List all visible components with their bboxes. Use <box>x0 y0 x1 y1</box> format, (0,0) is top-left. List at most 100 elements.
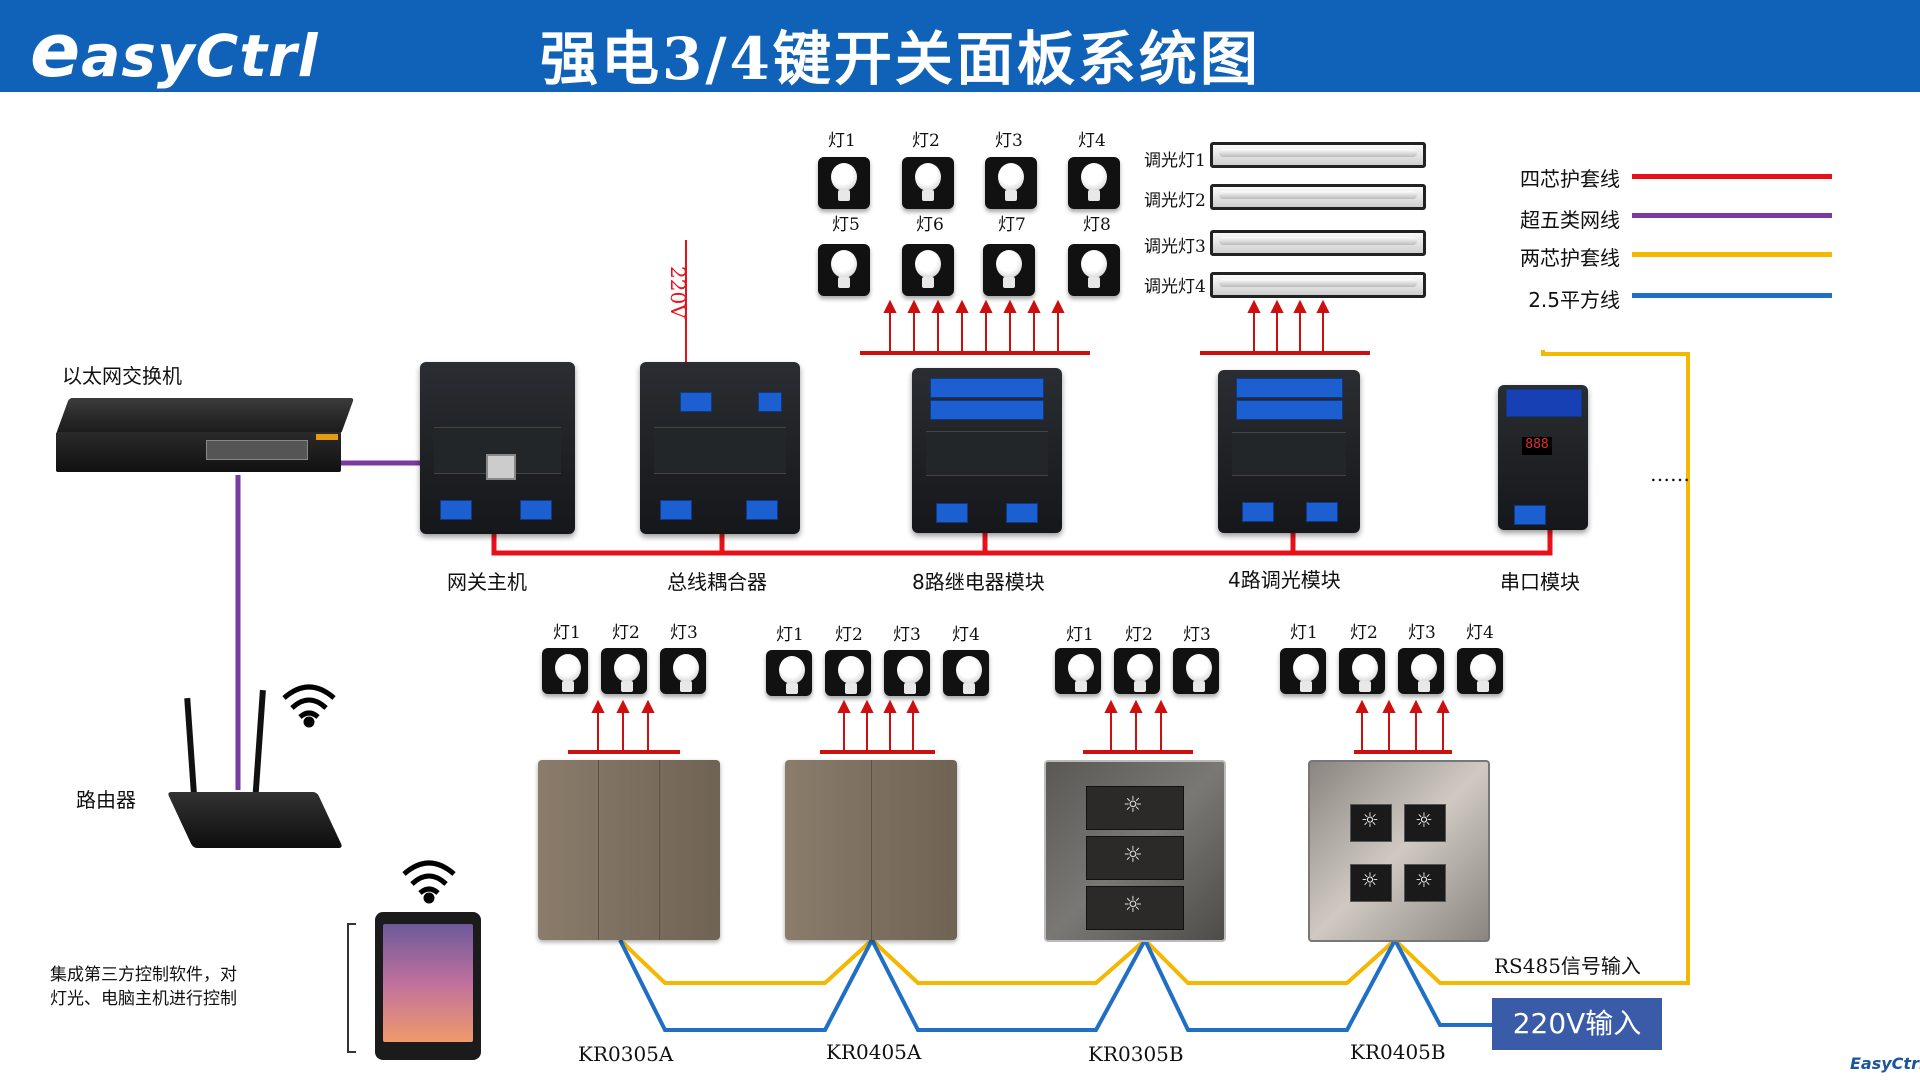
panel-light-label: 灯1 <box>553 623 581 643</box>
legend-swatch-two-core <box>1632 252 1832 257</box>
relay-light-label-5: 灯5 <box>832 215 860 235</box>
page-title: 强电3/4键开关面板系统图 <box>540 25 1261 93</box>
yellow-rs485-wire <box>618 350 1690 985</box>
bulb-icon <box>1114 648 1160 694</box>
dimmer-output-arrows <box>1247 299 1330 353</box>
coupler-label: 总线耦合器 <box>667 570 767 594</box>
relay-light-label-1: 灯1 <box>828 131 856 151</box>
panel-light-label: 灯2 <box>1125 625 1153 645</box>
panel-light-label: 灯3 <box>1408 623 1436 643</box>
bulb-icon <box>766 650 812 696</box>
key-button[interactable] <box>1350 804 1392 842</box>
panel-light-label: 灯2 <box>1350 623 1378 643</box>
switch-panel-kr0405b[interactable] <box>1308 760 1490 942</box>
bulb-icon <box>825 650 871 696</box>
header-bar: easyCtrl 强电3/4键开关面板系统图 <box>0 0 1920 94</box>
gateway-module <box>420 362 575 534</box>
dim-light-label-1: 调光灯1 <box>1144 151 1206 171</box>
switch-panel-kr0305b[interactable] <box>1044 760 1226 942</box>
panel-output-arrows <box>568 699 1452 754</box>
panel-light-label: 灯3 <box>670 623 698 643</box>
bulb-icon <box>542 648 588 694</box>
dim-light-label-4: 调光灯4 <box>1144 277 1206 297</box>
relay-module <box>912 368 1062 533</box>
coupler-module <box>640 362 800 534</box>
key-button[interactable] <box>1404 804 1446 842</box>
tablet-bracket <box>347 923 356 1053</box>
panel-light-label: 灯1 <box>776 625 804 645</box>
relay-output-arrows <box>883 299 1065 353</box>
dimmer-module <box>1218 370 1360 533</box>
corner-logo: EasyCtrl <box>1850 1054 1920 1073</box>
panel-light-label: 灯3 <box>893 625 921 645</box>
legend-swatch-power <box>1632 293 1832 298</box>
bulb-icon <box>660 648 706 694</box>
bulb-icon <box>601 648 647 694</box>
rocker-button[interactable] <box>1086 836 1184 880</box>
bulb-icon <box>943 650 989 696</box>
bulb-icon <box>884 650 930 696</box>
legend-label-cat5: 超五类网线 <box>1520 208 1620 232</box>
bulb-icon <box>902 157 954 209</box>
gateway-label: 网关主机 <box>447 570 527 594</box>
bulb-icon <box>818 157 870 209</box>
dimmer-label: 4路调光模块 <box>1228 568 1341 592</box>
legend-swatch-four-core <box>1632 174 1832 179</box>
legend-label-four-core: 四芯护套线 <box>1520 167 1620 191</box>
router-device <box>166 689 344 860</box>
tablet-description-line1: 集成第三方控制软件，对 <box>50 965 237 985</box>
bulb-icon <box>1457 648 1503 694</box>
bulb-icon <box>1280 648 1326 694</box>
legend-swatch-cat5 <box>1632 213 1832 218</box>
panel-model-label: KR0305B <box>1088 1042 1184 1066</box>
panel-model-label: KR0305A <box>578 1042 674 1066</box>
panel-light-label: 灯1 <box>1290 623 1318 643</box>
brand-logo: easyCtrl <box>30 8 319 94</box>
tablet-device <box>375 912 481 1060</box>
rs485-label: RS485信号输入 <box>1494 954 1641 978</box>
panel-light-label: 灯3 <box>1183 625 1211 645</box>
legend-label-power: 2.5平方线 <box>1528 288 1620 312</box>
rocker-button[interactable] <box>1086 786 1184 830</box>
tube-light-icon <box>1210 184 1426 210</box>
tube-light-icon <box>1210 230 1426 256</box>
relay-light-label-6: 灯6 <box>916 215 944 235</box>
tube-light-icon <box>1210 142 1426 168</box>
bulb-icon <box>902 244 954 296</box>
legend-label-two-core: 两芯护套线 <box>1520 246 1620 270</box>
red-bus <box>491 520 1553 556</box>
panel-light-label: 灯2 <box>612 623 640 643</box>
blue-power-wire <box>618 935 1492 1032</box>
serial-module: 888 <box>1498 385 1588 530</box>
key-button[interactable] <box>1350 864 1392 902</box>
bulb-icon <box>1398 648 1444 694</box>
tube-light-icon <box>1210 272 1426 298</box>
panel-light-label: 灯4 <box>1466 623 1494 643</box>
switch-panel-kr0405a[interactable] <box>785 760 957 940</box>
voltage-label: 220V <box>666 266 690 319</box>
continuation-dots: …… <box>1650 462 1690 486</box>
serial-label: 串口模块 <box>1500 570 1580 594</box>
switch-label: 以太网交换机 <box>62 364 182 388</box>
wifi-icon-router <box>282 684 336 728</box>
bulb-icon <box>985 157 1037 209</box>
dim-light-label-2: 调光灯2 <box>1144 191 1206 211</box>
key-button[interactable] <box>1404 864 1446 902</box>
bulb-icon <box>1339 648 1385 694</box>
power-input-box: 220V输入 <box>1492 998 1662 1050</box>
relay-light-label-2: 灯2 <box>912 131 940 151</box>
panel-model-label: KR0405A <box>826 1040 922 1064</box>
bulb-icon <box>1068 244 1120 296</box>
relay-light-label-7: 灯7 <box>998 215 1026 235</box>
panel-light-label: 灯2 <box>835 625 863 645</box>
tablet-description-line2: 灯光、电脑主机进行控制 <box>50 989 237 1009</box>
ethernet-switch-device <box>56 398 355 498</box>
switch-panel-kr0305a[interactable] <box>538 760 720 940</box>
bulb-icon <box>983 244 1035 296</box>
bulb-icon <box>1055 648 1101 694</box>
rocker-button[interactable] <box>1086 886 1184 930</box>
bulb-icon <box>818 244 870 296</box>
panel-model-label: KR0405B <box>1350 1040 1446 1064</box>
panel-light-label: 灯1 <box>1066 625 1094 645</box>
